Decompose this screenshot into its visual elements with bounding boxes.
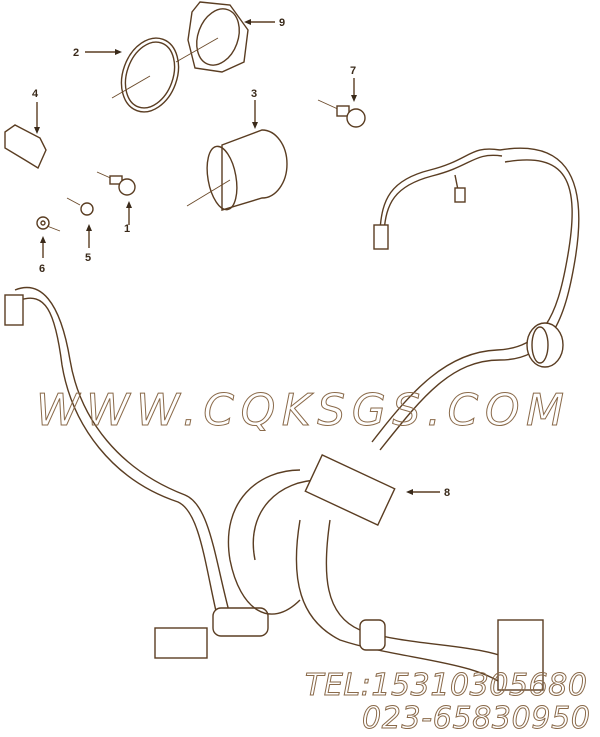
part-1-bolt <box>96 171 136 225</box>
part-9-hex-nut <box>175 1 275 73</box>
contact-phone: 023-65830950 <box>362 701 590 736</box>
callout-5: 5 <box>85 252 91 264</box>
callout-1: 1 <box>124 223 130 235</box>
part-3-sleeve <box>186 100 288 211</box>
part-7-bolt <box>317 78 366 128</box>
part-6-nut <box>36 216 61 258</box>
part-2-ring <box>85 37 180 113</box>
callout-3: 3 <box>251 88 257 100</box>
callout-7: 7 <box>350 65 356 77</box>
part-5-bolt <box>66 197 94 248</box>
contact-tel: TEL:15310305680 <box>305 668 587 703</box>
callout-6: 6 <box>39 263 45 275</box>
watermark-text: WWW.CQKSGS.COM <box>36 385 564 436</box>
part-8-wiring-harness <box>4 147 580 691</box>
callout-9: 9 <box>279 17 285 29</box>
callout-8: 8 <box>444 487 450 499</box>
part-4-connector <box>4 102 47 170</box>
callout-4: 4 <box>32 88 39 100</box>
callout-2: 2 <box>73 47 79 59</box>
